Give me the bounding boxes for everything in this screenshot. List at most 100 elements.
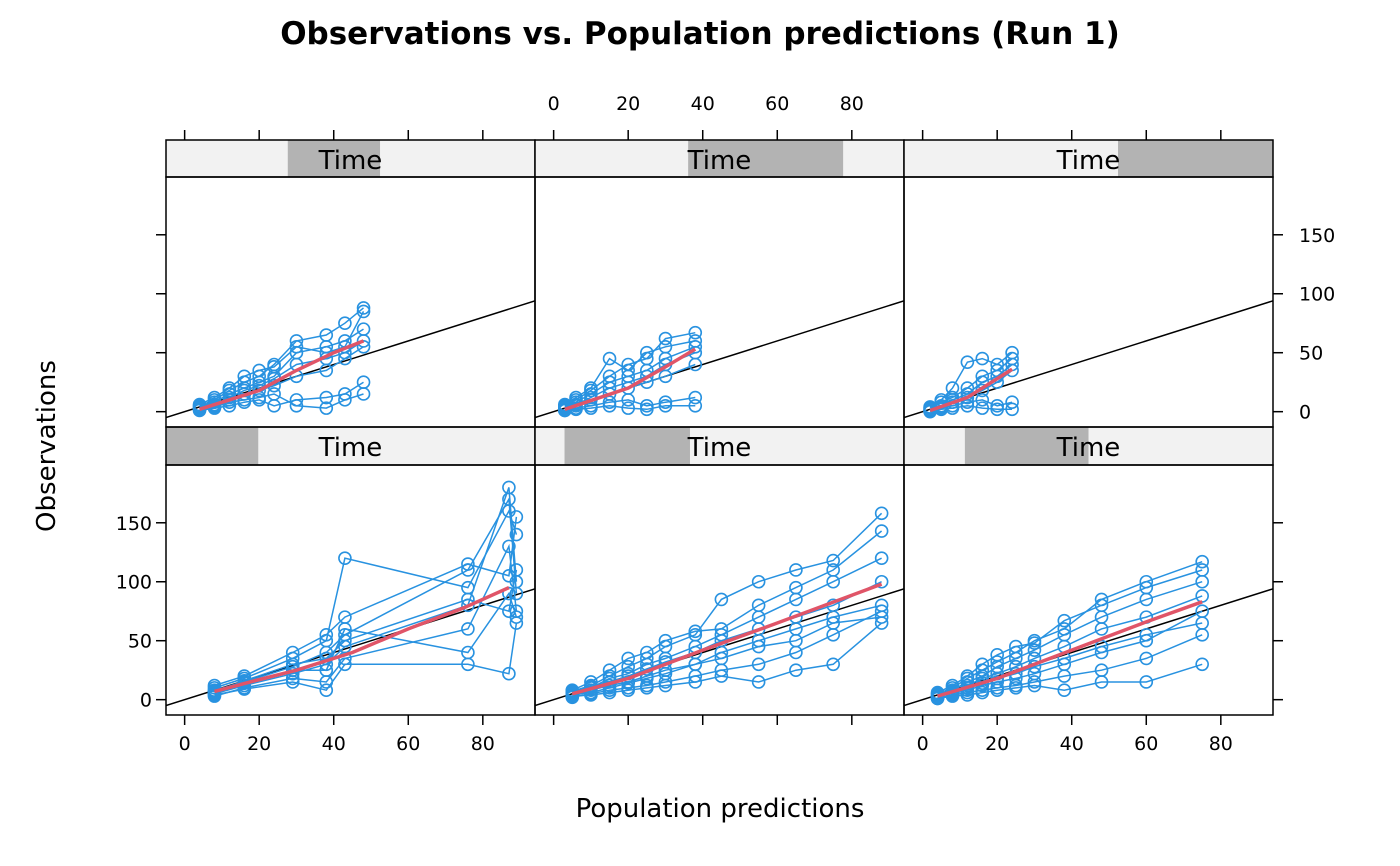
panel-border — [903, 464, 1274, 716]
data-point — [621, 659, 635, 674]
panel-border — [165, 176, 536, 428]
subject-line — [564, 405, 696, 412]
data-point — [338, 393, 352, 407]
x-tick-label: 80 — [840, 93, 864, 115]
data-point — [990, 402, 1004, 417]
data-point — [658, 398, 673, 413]
x-tick-label: 20 — [616, 93, 640, 115]
panel-border — [165, 464, 536, 716]
data-point — [688, 398, 703, 413]
data-point — [789, 633, 803, 648]
subject-line — [214, 622, 518, 696]
data-point — [688, 675, 703, 689]
strip-label: Time — [687, 433, 752, 463]
data-point — [285, 675, 300, 689]
data-point — [356, 375, 371, 389]
data-point — [502, 539, 516, 554]
data-point — [1139, 675, 1154, 689]
subject-line — [214, 516, 518, 687]
data-point — [688, 390, 703, 405]
data-point — [751, 639, 766, 654]
data-point — [1139, 580, 1154, 595]
data-point — [356, 387, 371, 401]
data-point — [356, 334, 371, 348]
data-point — [789, 663, 803, 677]
strip-label: Time — [687, 146, 752, 176]
data-point — [289, 340, 304, 354]
data-point — [826, 616, 840, 630]
subject-line — [564, 396, 696, 412]
data-point — [319, 328, 334, 342]
subject-line — [564, 340, 696, 406]
data-point — [338, 633, 352, 648]
x-tick-label: 60 — [1134, 733, 1158, 755]
data-point — [509, 510, 524, 524]
subject-line — [199, 393, 364, 411]
data-point — [502, 666, 516, 681]
data-point — [502, 586, 516, 601]
data-point — [356, 301, 371, 315]
data-point — [602, 398, 617, 413]
plot-area — [535, 506, 904, 707]
data-point — [207, 678, 222, 693]
data-point — [658, 633, 673, 648]
plot-area — [535, 300, 904, 419]
data-point — [658, 675, 673, 689]
subject-line — [214, 543, 518, 697]
data-point — [509, 563, 524, 577]
subject-line — [572, 616, 882, 696]
data-point — [1057, 657, 1072, 672]
subject-line — [214, 509, 518, 689]
data-point — [502, 604, 516, 619]
y-tick-label: 150 — [1299, 225, 1335, 247]
data-point — [602, 351, 617, 366]
data-point — [751, 598, 766, 613]
plot-area — [166, 300, 535, 419]
data-point — [1094, 675, 1109, 689]
loess-line — [214, 586, 510, 694]
data-point — [751, 657, 766, 672]
data-point — [1094, 622, 1109, 636]
data-point — [714, 622, 729, 636]
subject-line — [572, 557, 882, 695]
data-point — [319, 628, 334, 642]
data-point — [1009, 681, 1023, 695]
data-point — [621, 683, 635, 698]
data-point — [714, 592, 729, 607]
plot-area — [904, 554, 1273, 707]
plot-area — [904, 300, 1273, 419]
panel-border — [534, 464, 905, 716]
data-point — [319, 390, 334, 405]
data-point — [640, 398, 654, 413]
data-point — [356, 340, 371, 354]
subject-line — [199, 311, 365, 406]
data-point — [688, 325, 703, 340]
data-point — [338, 610, 352, 624]
x-tick-label: 40 — [691, 93, 715, 115]
y-tick-label: 150 — [116, 513, 152, 535]
x-axis-label: Population predictions — [576, 794, 865, 824]
data-point — [192, 402, 207, 417]
data-point — [874, 506, 889, 521]
data-point — [509, 527, 524, 542]
data-point — [874, 574, 889, 589]
data-point — [252, 363, 266, 378]
data-point — [1094, 645, 1109, 660]
data-point — [267, 387, 281, 401]
y-tick-label: 50 — [1299, 343, 1323, 365]
y-tick-label: 50 — [128, 631, 152, 653]
data-point — [621, 651, 635, 666]
x-tick-label: 80 — [1209, 733, 1233, 755]
data-point — [874, 616, 889, 630]
data-point — [714, 651, 729, 666]
data-point — [1057, 683, 1072, 698]
subject-line — [199, 328, 364, 408]
loess-line — [929, 367, 1014, 413]
data-point — [975, 401, 990, 415]
data-point — [1027, 678, 1042, 693]
data-point — [688, 334, 703, 348]
data-point — [640, 402, 654, 417]
